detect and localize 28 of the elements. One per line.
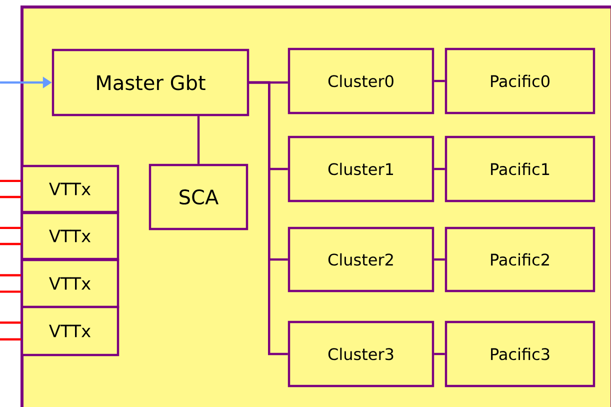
process-box: Cluster2 bbox=[288, 226, 434, 292]
process-box: Cluster3 bbox=[288, 320, 434, 388]
connector-line bbox=[197, 116, 200, 164]
process-box: SCA bbox=[148, 164, 248, 230]
signal-line bbox=[0, 196, 21, 198]
process-box: Pacific1 bbox=[444, 136, 596, 202]
signal-line bbox=[0, 242, 21, 246]
process-box: VTTx bbox=[20, 164, 120, 214]
signal-line bbox=[0, 274, 21, 276]
connector-line bbox=[434, 80, 445, 82]
signal-line bbox=[0, 226, 21, 230]
process-box: Cluster0 bbox=[288, 48, 434, 114]
signal-line bbox=[0, 338, 21, 340]
process-box: VTTx bbox=[20, 306, 120, 356]
process-box: Master Gbt bbox=[52, 48, 250, 116]
process-box: VTTx bbox=[20, 212, 120, 260]
connector-line bbox=[434, 168, 445, 170]
connector-line bbox=[434, 258, 445, 261]
process-box: VTTx bbox=[20, 258, 120, 308]
connector-line bbox=[249, 81, 288, 356]
process-box: Pacific0 bbox=[444, 48, 596, 114]
process-box: Pacific3 bbox=[444, 320, 596, 388]
signal-line bbox=[0, 180, 21, 182]
process-box: Cluster1 bbox=[288, 136, 434, 202]
connector-line bbox=[434, 352, 445, 356]
process-box: Pacific2 bbox=[444, 226, 596, 292]
signal-line bbox=[0, 290, 21, 293]
signal-line bbox=[0, 322, 21, 324]
